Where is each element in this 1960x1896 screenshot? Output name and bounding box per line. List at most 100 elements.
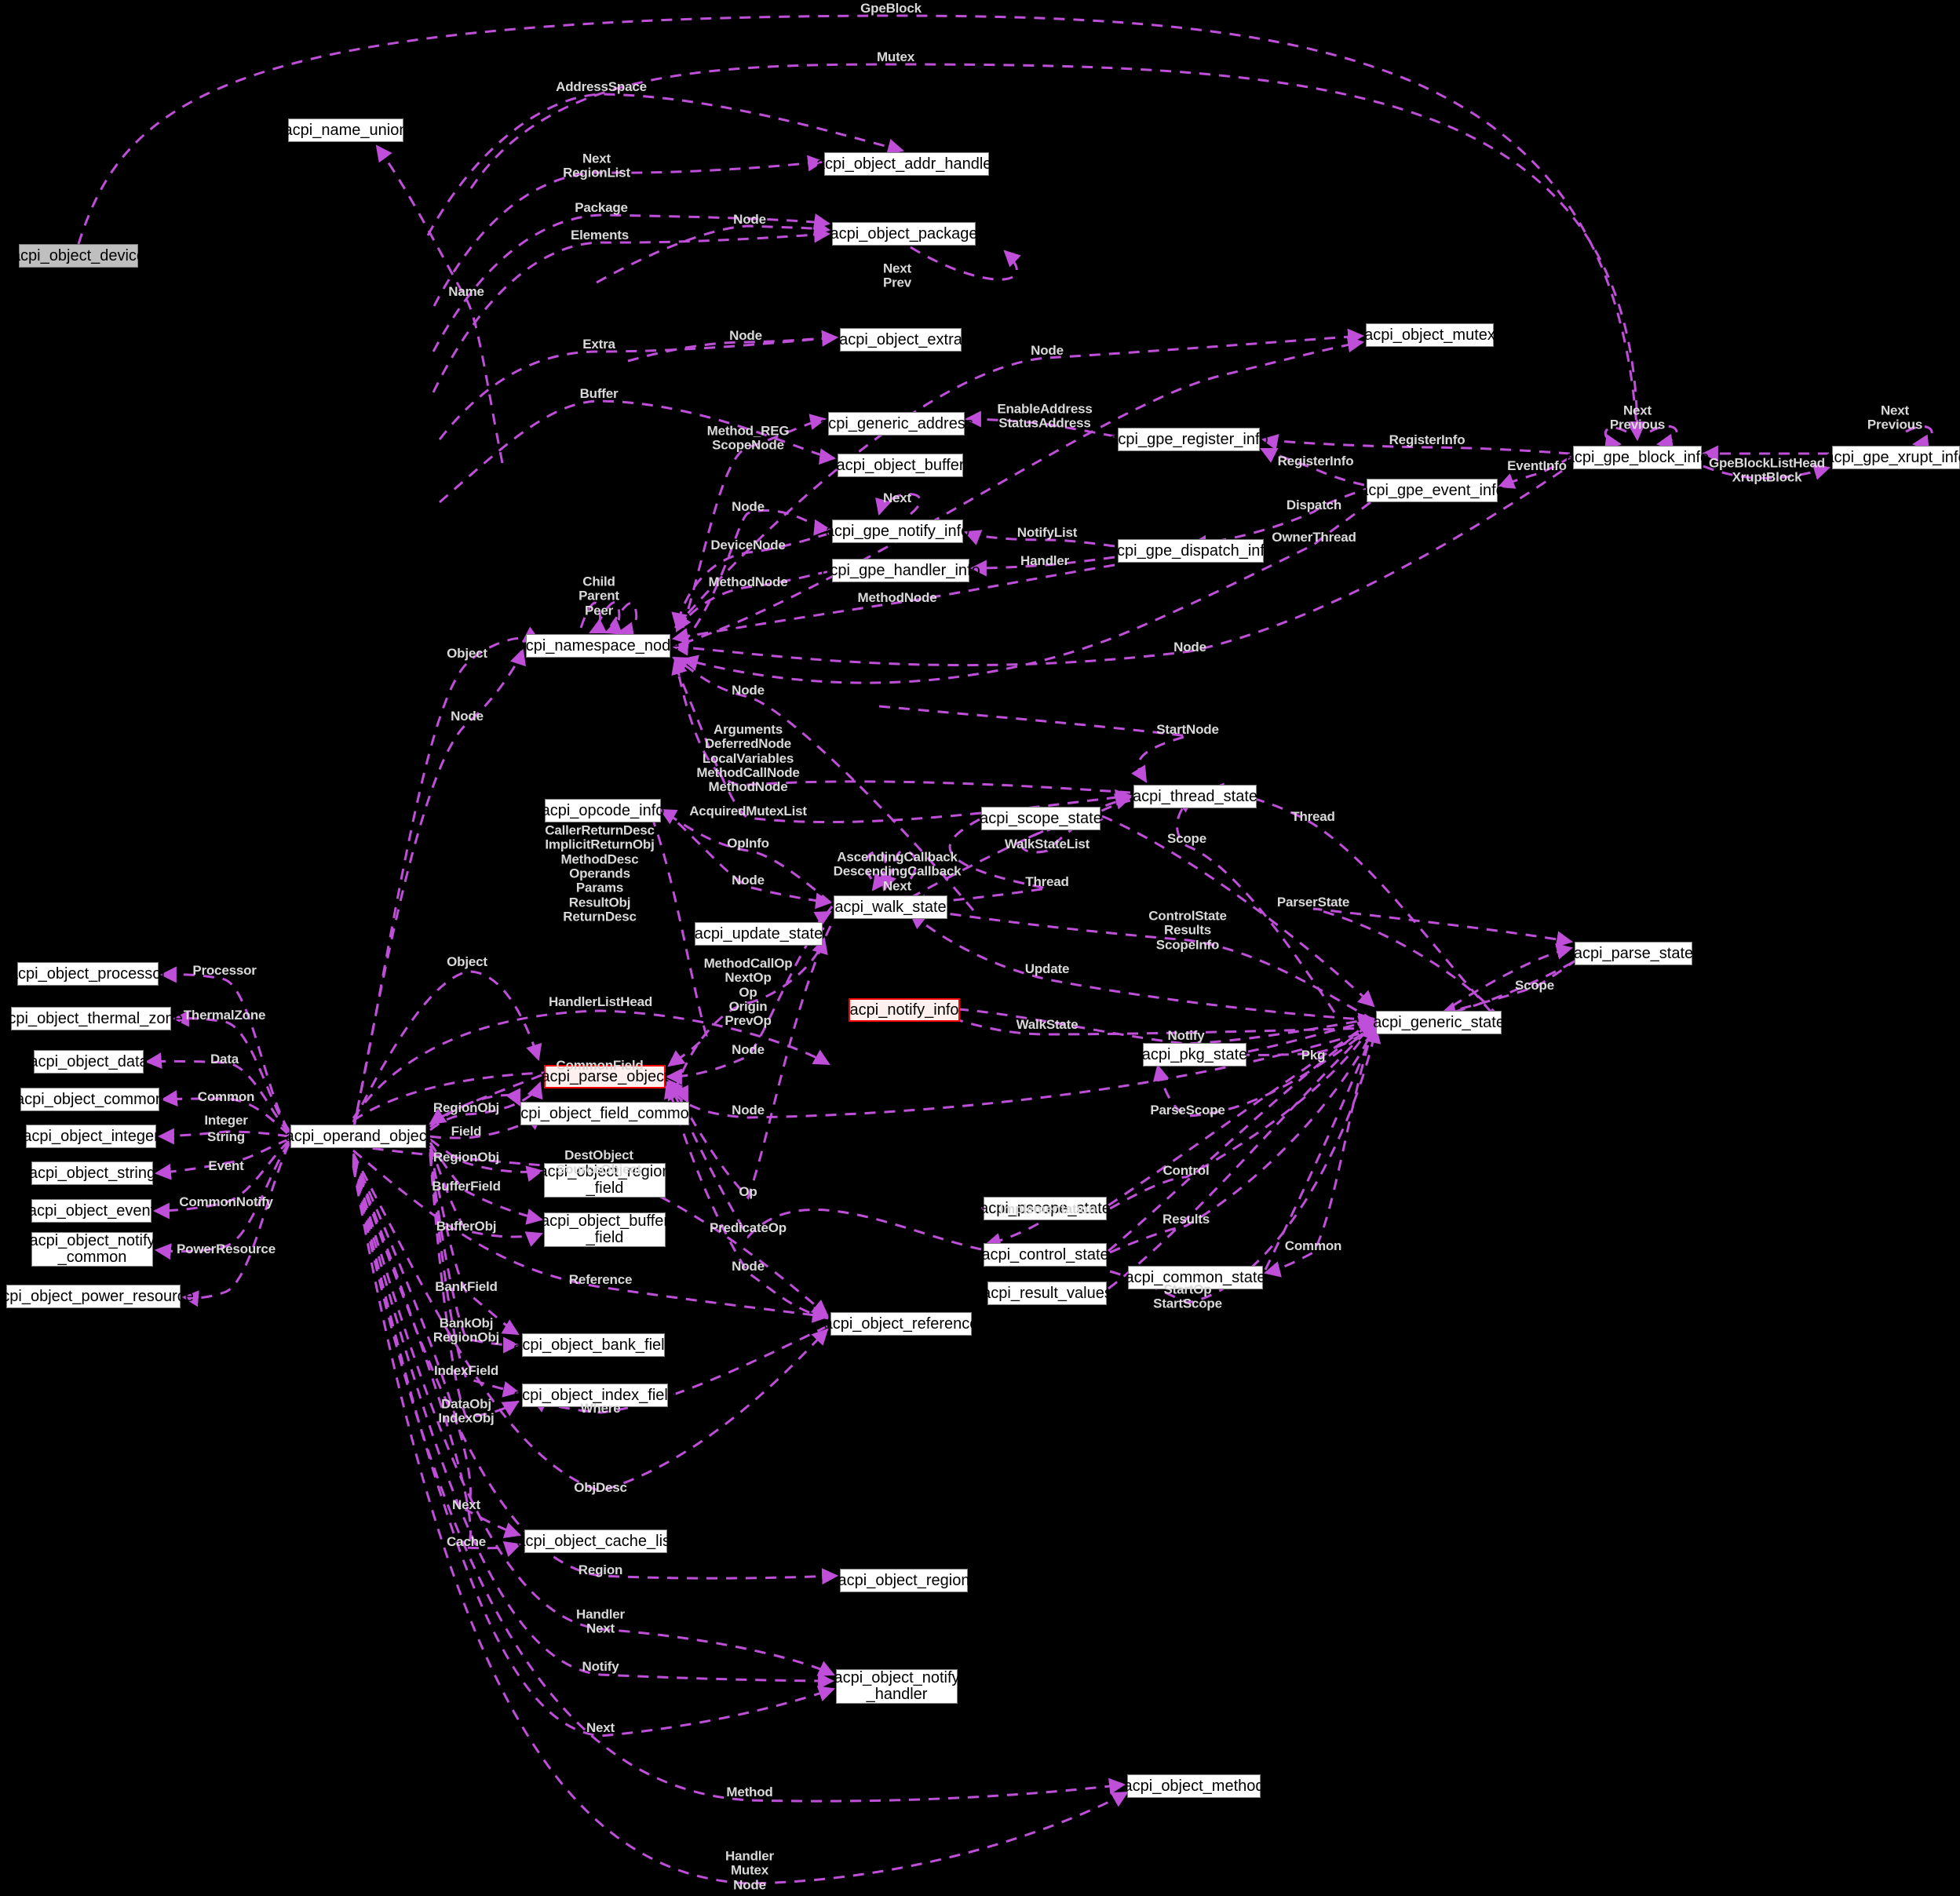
struct-node-acpi_object_field_common[interactable]: acpi_object_field_common xyxy=(512,1102,698,1125)
struct-node-acpi_gpe_dispatch_info[interactable]: acpi_gpe_dispatch_info xyxy=(1108,539,1273,563)
struct-node-acpi_object_power_resource[interactable]: acpi_object_power_resource xyxy=(0,1285,194,1308)
struct-node-acpi_gpe_event_info[interactable]: acpi_gpe_event_info xyxy=(1360,479,1505,502)
edge-label: Method_REG ScopeNode xyxy=(706,423,790,453)
struct-node-acpi_object_cache_list[interactable]: acpi_object_cache_list xyxy=(516,1530,675,1553)
struct-node-acpi_object_buffer_field[interactable]: acpi_object_buffer _field xyxy=(540,1212,670,1247)
struct-node-acpi_notify_info[interactable]: acpi_notify_info xyxy=(849,998,960,1022)
edge-label: Pkg xyxy=(1301,1047,1326,1063)
edge-label: Next Prev xyxy=(882,261,912,290)
edge-label: Region xyxy=(578,1562,623,1577)
edge-label: Node xyxy=(732,872,765,888)
struct-node-acpi_object_package[interactable]: acpi_object_package xyxy=(830,222,977,246)
struct-node-acpi_scope_state[interactable]: acpi_scope_state xyxy=(980,807,1102,830)
edge-label: NotifyList xyxy=(1016,524,1078,540)
struct-node-acpi_object_thermal_zone[interactable]: acpi_object_thermal_zone xyxy=(0,1007,183,1030)
struct-node-acpi_namespace_node[interactable]: acpi_namespace_node xyxy=(517,634,679,658)
edge-label: Field xyxy=(451,1123,482,1139)
edge-label: Common xyxy=(197,1088,255,1104)
edge-label: Results xyxy=(1162,1211,1210,1227)
struct-node-acpi_gpe_notify_info[interactable]: acpi_gpe_notify_info xyxy=(826,520,969,543)
struct-node-acpi_operand_object[interactable]: acpi_operand_object xyxy=(286,1125,431,1148)
edge-label: Arguments DeferredNode LocalVariables Me… xyxy=(696,722,800,795)
edge-label: DeviceNode xyxy=(710,537,786,552)
edge-label: GpeBlockListHead XruptBlock xyxy=(1709,455,1825,485)
struct-node-acpi_object_reference[interactable]: acpi_object_reference xyxy=(824,1312,978,1336)
edge-label: BankObj RegionObj xyxy=(433,1315,500,1345)
struct-node-acpi_object_method[interactable]: acpi_object_method xyxy=(1124,1774,1265,1798)
edge-label: StartOp StartScope xyxy=(1153,1282,1222,1311)
struct-node-acpi_object_string[interactable]: acpi_object_string xyxy=(29,1161,155,1185)
struct-node-acpi_object_processor[interactable]: acpi_object_processor xyxy=(9,962,166,986)
struct-node-acpi_thread_state[interactable]: acpi_thread_state xyxy=(1133,785,1257,808)
edge-label: DestObject SourceObject xyxy=(556,1147,642,1177)
struct-node-acpi_object_notify_handler[interactable]: acpi_object_notify _handler xyxy=(834,1669,960,1704)
struct-node-acpi_object_bank_field[interactable]: acpi_object_bank_field xyxy=(513,1333,673,1357)
struct-node-acpi_object_integer[interactable]: acpi_object_integer xyxy=(23,1125,159,1148)
edge-label: Where xyxy=(580,1400,621,1416)
edge-label: Node xyxy=(451,708,484,724)
edge-label: DataObj IndexObj xyxy=(438,1396,495,1426)
struct-node-acpi_name_union[interactable]: acpi_name_union xyxy=(284,118,407,142)
struct-node-acpi_parse_state[interactable]: acpi_parse_state xyxy=(1574,942,1693,965)
struct-node-acpi_object_region[interactable]: acpi_object_region xyxy=(838,1569,969,1592)
edge-label: CallerReturnDesc ImplicitReturnObj Metho… xyxy=(545,822,655,924)
edge-label: IndexField xyxy=(433,1362,499,1378)
struct-node-acpi_object_region_field[interactable]: acpi_object_region _field xyxy=(538,1163,671,1198)
struct-node-acpi_control_state[interactable]: acpi_control_state xyxy=(981,1243,1109,1267)
struct-node-acpi_object_mutex[interactable]: acpi_object_mutex xyxy=(1364,323,1495,347)
struct-node-acpi_update_state[interactable]: acpi_update_state xyxy=(695,922,823,946)
edge-label: AddressSpace xyxy=(556,78,647,94)
edge-label: Data xyxy=(210,1051,239,1066)
struct-node-acpi_object_device[interactable]: acpi_object_device xyxy=(12,244,145,268)
edge-label: OpInfo xyxy=(727,835,769,851)
struct-node-acpi_opcode_info[interactable]: acpi_opcode_info xyxy=(542,799,664,822)
struct-node-acpi_object_common[interactable]: acpi_object_common xyxy=(16,1088,164,1111)
edge-label: Node xyxy=(1031,342,1064,358)
edge-label: Control xyxy=(1162,1162,1210,1178)
edge-label: Object xyxy=(447,953,487,969)
struct-node-acpi_walk_state[interactable]: acpi_walk_state xyxy=(834,895,947,919)
edge-label: Buffer xyxy=(579,385,619,401)
edge-label: Extra xyxy=(582,336,615,352)
edge-label: Integer xyxy=(204,1112,248,1128)
struct-node-acpi_result_values[interactable]: acpi_result_values xyxy=(982,1282,1112,1305)
struct-node-acpi_object_event[interactable]: acpi_object_event xyxy=(28,1199,155,1223)
edge-label: Child Parent Peer xyxy=(579,574,619,618)
edge-label: Elements xyxy=(571,227,629,242)
edge-label: Node xyxy=(729,327,762,343)
struct-node-acpi_gpe_xrupt_info[interactable]: acpi_gpe_xrupt_info xyxy=(1825,446,1960,469)
edge-label: ThermalZone xyxy=(183,1007,266,1023)
edge-label: Thread xyxy=(1025,873,1069,889)
edge-label: Handler Mutex Node xyxy=(725,1848,774,1893)
struct-node-acpi_object_extra[interactable]: acpi_object_extra xyxy=(839,328,962,352)
edge-label: ObjDesc xyxy=(574,1479,627,1495)
struct-node-acpi_generic_state[interactable]: acpi_generic_state xyxy=(1373,1011,1505,1034)
edge-label: Package xyxy=(575,199,628,215)
struct-node-acpi_gpe_block_info[interactable]: acpi_gpe_block_info xyxy=(1566,446,1709,469)
edge-label: WalkStateList xyxy=(1004,836,1090,851)
edge-label: RegisterInfo xyxy=(1277,453,1354,469)
edge-label: Next Previous xyxy=(1609,403,1666,432)
struct-node-acpi_object_addr_handler[interactable]: acpi_object_addr_handler xyxy=(816,152,997,176)
edge-label: Next xyxy=(451,1497,481,1512)
struct-node-acpi_object_notify_common[interactable]: acpi_object_notify _common xyxy=(29,1232,155,1267)
struct-node-acpi_common_state[interactable]: acpi_common_state xyxy=(1126,1266,1266,1289)
struct-node-acpi_object_index_field[interactable]: acpi_object_index_field xyxy=(513,1384,677,1407)
struct-node-acpi_pkg_state[interactable]: acpi_pkg_state xyxy=(1142,1043,1247,1066)
edge-label: Reference xyxy=(568,1271,633,1287)
edge-label: Name xyxy=(448,283,484,299)
struct-node-acpi_generic_address[interactable]: acpi_generic_address xyxy=(819,412,973,436)
struct-node-acpi_pscope_state[interactable]: acpi_pscope_state xyxy=(980,1197,1111,1220)
edge-label: AcquiredMutexList xyxy=(689,803,807,819)
struct-node-acpi_gpe_handler_info[interactable]: acpi_gpe_handler_info xyxy=(821,559,980,582)
struct-node-acpi_object_buffer[interactable]: acpi_object_buffer xyxy=(836,454,965,477)
edge-label: AscendingCallback DescendingCallback Nex… xyxy=(833,849,962,894)
struct-node-acpi_parse_object[interactable]: acpi_parse_object xyxy=(541,1065,669,1088)
edge-label: Node xyxy=(732,1258,765,1274)
edge-label: MethodNode xyxy=(708,574,788,589)
edge-label: Processor xyxy=(192,962,257,978)
struct-node-acpi_object_data[interactable]: acpi_object_data xyxy=(29,1050,148,1074)
struct-node-acpi_gpe_register_info[interactable]: acpi_gpe_register_info xyxy=(1109,428,1268,451)
edge-label: GpeBlock xyxy=(860,0,922,16)
